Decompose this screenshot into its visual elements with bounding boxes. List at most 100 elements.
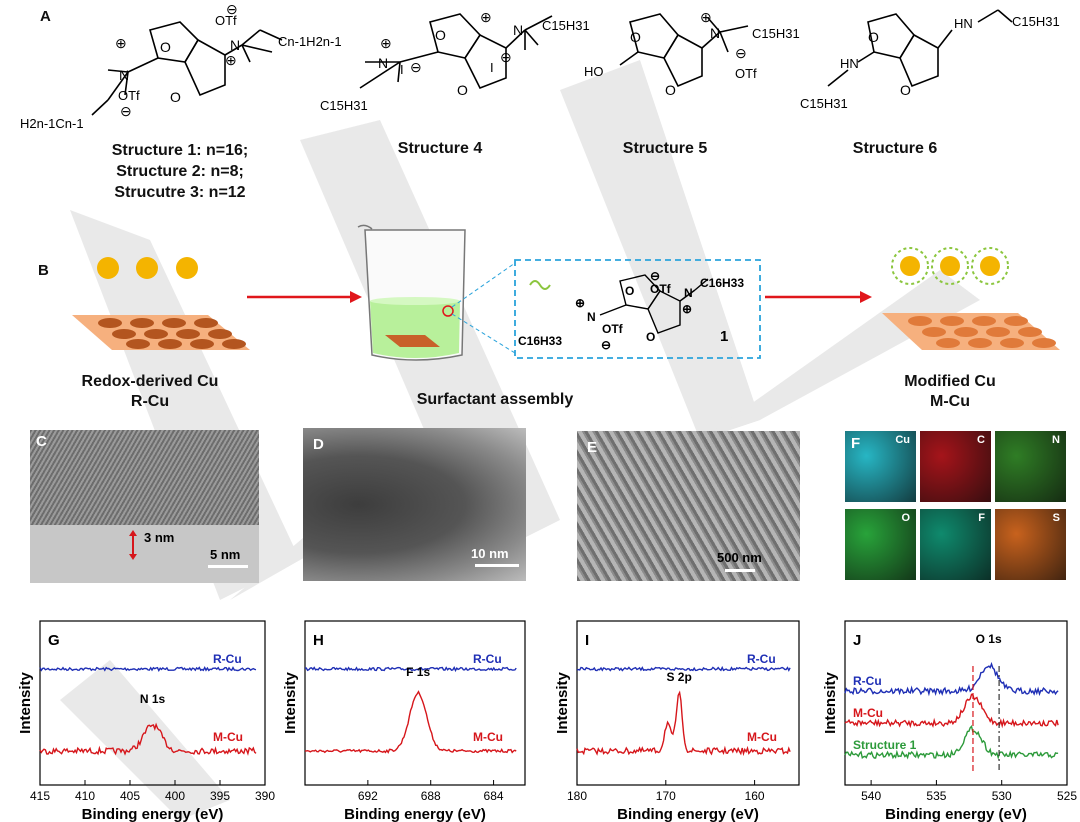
chem-o-10: O <box>646 330 655 344</box>
x-axis-label: Binding energy (eV) <box>82 806 224 822</box>
chem-ho: HO <box>584 64 604 79</box>
chem-minus-1: ⊖ <box>226 1 238 17</box>
x-tick-label: 415 <box>30 789 50 803</box>
x-tick-label: 530 <box>992 789 1012 803</box>
chem-i-2: I <box>490 60 494 75</box>
chem-compound-1: 1 <box>720 328 728 345</box>
chem-n-3: N <box>378 55 388 71</box>
chem-minus-2: ⊖ <box>120 103 132 119</box>
chem-plus-5: ⊕ <box>700 9 712 25</box>
peak-annotation: N 1s <box>140 692 166 706</box>
chem-plus-6: ⊕ <box>575 296 585 310</box>
legend-label-m-cu: M-Cu <box>853 706 883 720</box>
scheme-illustration: O O N N ⊕ ⊕ ⊖ OTf OTf ⊖ C16H33 C16H33 1 <box>60 215 1080 375</box>
legend-label-r-cu: R-Cu <box>213 652 242 666</box>
series-line-m-cu <box>577 693 790 754</box>
plot-frame <box>305 621 525 785</box>
eds-tile-s: S <box>995 509 1066 580</box>
sphere-icon <box>97 257 119 279</box>
m-cu-caption-line-1: Modified Cu <box>880 372 1020 392</box>
scale-bar-label-d: 10 nm <box>471 546 509 561</box>
chem-n-7: N <box>684 286 693 300</box>
chem-minus-7: ⊖ <box>601 338 611 352</box>
scale-bar-e <box>725 569 755 572</box>
peak-annotation: S 2p <box>666 670 691 684</box>
chem-h2n1cn1: H2n-1Cn-1 <box>20 116 84 131</box>
panel-label-h: H <box>313 632 324 649</box>
x-tick-label: 180 <box>567 789 587 803</box>
chem-minus-3: ⊖ <box>410 59 422 75</box>
panel-label-f: F <box>851 435 860 452</box>
arrow-icon <box>350 291 362 303</box>
eds-label-f: F <box>978 512 985 524</box>
tem-image-d: D 10 nm <box>303 428 526 581</box>
panel-label-d: D <box>313 436 324 453</box>
structure-6-label: Structure 6 <box>835 140 955 158</box>
eds-label-o: O <box>901 512 910 524</box>
r-cu-caption-line-1: Redox-derived Cu <box>60 372 240 392</box>
structure-1-label: Structure 1: n=16; <box>80 140 280 161</box>
y-axis-label: Intensity <box>17 672 34 734</box>
structure-4-label: Structure 4 <box>380 140 500 158</box>
shell-thickness-label: 3 nm <box>144 530 174 545</box>
plot-frame <box>577 621 799 785</box>
panel-label-j: J <box>853 632 861 649</box>
eds-label-c: C <box>977 434 985 446</box>
x-tick-label: 400 <box>165 789 185 803</box>
eds-tile-f: F <box>920 509 991 580</box>
tem-image-c: C 3 nm 5 nm <box>30 430 259 583</box>
x-tick-label: 160 <box>745 789 765 803</box>
structure-1-3-caption: Structure 1: n=16; Structure 2: n=8; Str… <box>80 140 280 203</box>
legend-label-m-cu: M-Cu <box>747 730 777 744</box>
structure-5-label: Structure 5 <box>605 140 725 158</box>
legend-label-structure-1: Structure 1 <box>853 738 917 752</box>
x-tick-label: 540 <box>861 789 881 803</box>
chem-minus-5: ⊖ <box>735 45 747 61</box>
eds-tile-n: N <box>995 431 1066 502</box>
x-tick-label: 525 <box>1057 789 1077 803</box>
structure-2-label: Structure 2: n=8; <box>80 161 280 182</box>
x-axis-label: Binding energy (eV) <box>885 806 1027 822</box>
chem-o-1: O <box>160 39 171 55</box>
legend-label-r-cu: R-Cu <box>473 652 502 666</box>
sphere-icon <box>136 257 158 279</box>
x-axis-label: Binding energy (eV) <box>617 806 759 822</box>
scale-bar-d <box>475 564 519 567</box>
eds-label-s: S <box>1053 512 1060 524</box>
x-axis-label: Binding energy (eV) <box>344 806 486 822</box>
x-tick-label: 684 <box>484 789 504 803</box>
eds-tile-o: O <box>845 509 916 580</box>
chem-o-6: O <box>665 82 676 98</box>
x-tick-label: 395 <box>210 789 230 803</box>
x-tick-label: 410 <box>75 789 95 803</box>
scale-bar-c <box>208 565 248 568</box>
micelle-icon <box>892 248 1008 284</box>
arrow-icon <box>860 291 872 303</box>
scale-bar-label-e: 500 nm <box>717 550 762 565</box>
chem-plus-7: ⊕ <box>682 302 692 316</box>
chem-minus-6: ⊖ <box>650 269 660 283</box>
chem-o-7: O <box>868 29 879 45</box>
panel-label-g: G <box>48 632 60 649</box>
panel-label-e: E <box>587 439 597 456</box>
chem-otf-2: OTf <box>118 88 140 103</box>
x-tick-label: 170 <box>656 789 676 803</box>
x-tick-label: 535 <box>926 789 946 803</box>
x-tick-label: 688 <box>421 789 441 803</box>
legend-label-m-cu: M-Cu <box>473 730 503 744</box>
chem-n-2: N <box>230 37 240 53</box>
chem-minus-4: ⊖ <box>500 49 512 65</box>
panel-label-b: B <box>38 262 49 279</box>
chem-plus-4: ⊕ <box>480 9 492 25</box>
chem-n-1: N <box>119 67 129 83</box>
chem-otf-5: OTf <box>602 322 624 336</box>
chem-c15h31-4: C15H31 <box>1012 14 1060 29</box>
peak-annotation: F 1s <box>406 665 430 679</box>
legend-label-m-cu: M-Cu <box>213 730 243 744</box>
chem-plus-2: ⊕ <box>225 52 237 68</box>
x-tick-label: 390 <box>255 789 275 803</box>
